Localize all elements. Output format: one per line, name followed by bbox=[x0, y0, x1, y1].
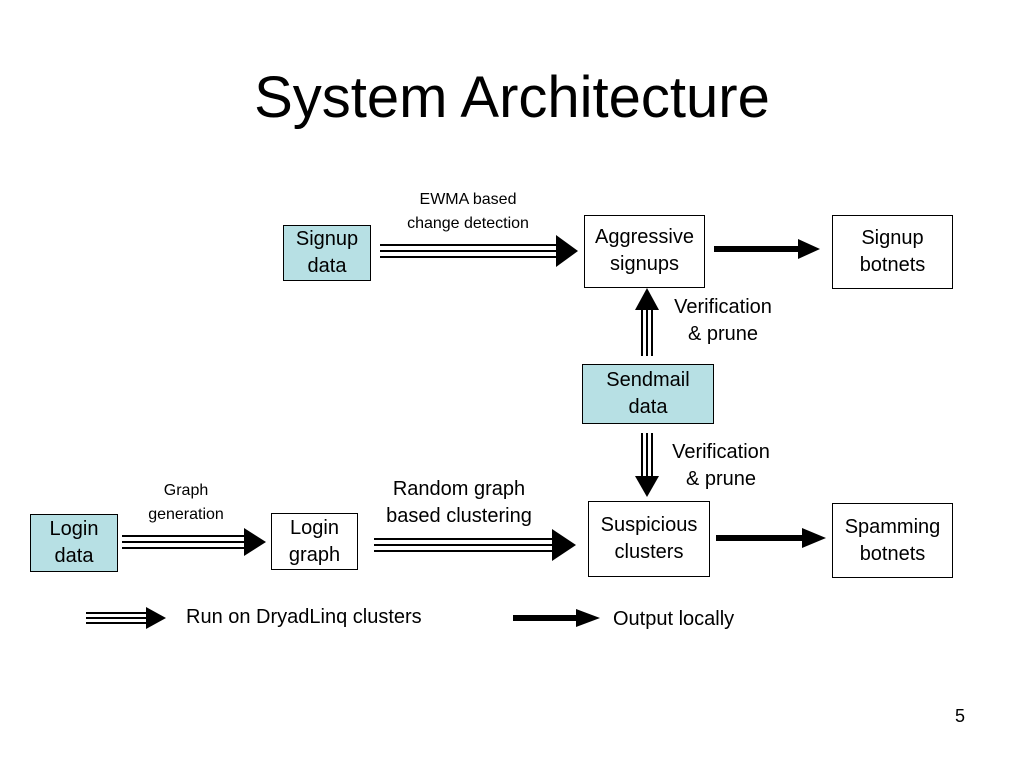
legend-triple-arrow bbox=[86, 607, 166, 629]
slide-title: System Architecture bbox=[254, 65, 770, 130]
label-graph-generation: Graph generation bbox=[148, 482, 224, 523]
node-sendmail-data: Sendmail data bbox=[582, 364, 714, 424]
label-verify-up: Verification & prune bbox=[674, 296, 772, 345]
arrow-suspicious-to-spamming bbox=[716, 528, 826, 548]
legend-solid-arrow bbox=[513, 609, 600, 627]
label-ewma: EWMA based change detection bbox=[407, 191, 529, 232]
arrow-login-to-graph bbox=[122, 528, 266, 556]
label-verify-down: Verification & prune bbox=[672, 441, 770, 490]
arrow-sendmail-up bbox=[635, 288, 659, 356]
arrow-signup-to-aggressive bbox=[380, 235, 578, 267]
arrow-aggressive-to-botnets bbox=[714, 239, 820, 259]
label-random-graph: Random graph based clustering bbox=[386, 478, 532, 527]
arrow-sendmail-down bbox=[635, 433, 659, 497]
node-login-graph: Login graph bbox=[271, 513, 358, 570]
arrow-graph-to-suspicious bbox=[374, 529, 576, 561]
node-spamming-botnets: Spamming botnets bbox=[832, 503, 953, 578]
page-number: 5 bbox=[954, 706, 965, 726]
node-login-data: Login data bbox=[30, 514, 118, 572]
node-signup-data: Signup data bbox=[283, 225, 371, 281]
node-signup-botnets: Signup botnets bbox=[832, 215, 953, 289]
node-aggressive-signups: Aggressive signups bbox=[584, 215, 705, 288]
legend-local-label: Output locally bbox=[613, 608, 735, 630]
legend-dryad-label: Run on DryadLinq clusters bbox=[186, 606, 422, 628]
node-suspicious-clusters: Suspicious clusters bbox=[588, 501, 710, 577]
